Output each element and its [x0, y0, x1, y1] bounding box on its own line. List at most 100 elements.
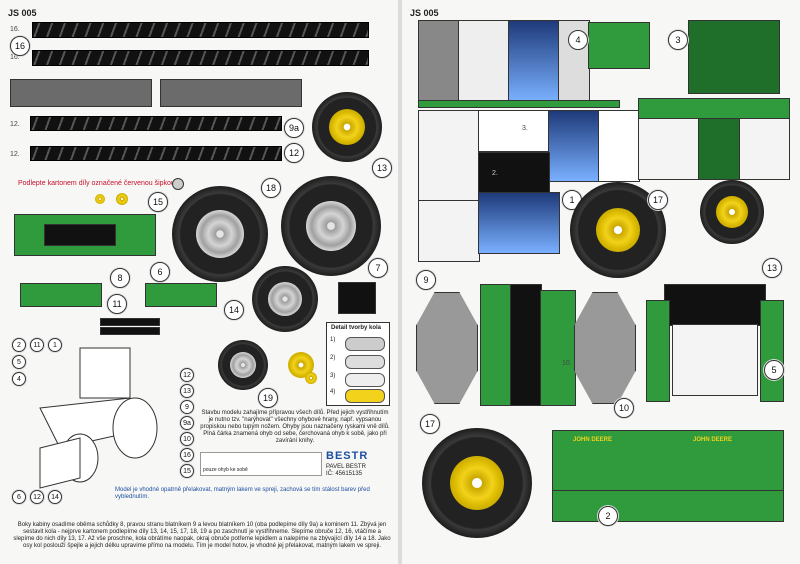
part-number-13: 13 — [372, 158, 392, 178]
legend-number: 12 — [30, 490, 44, 504]
cab-dashboard — [478, 152, 550, 194]
yellow-hub — [596, 208, 640, 252]
part-number-3: 3 — [668, 30, 688, 50]
grey-hub — [306, 201, 356, 251]
part-number-8: 8 — [110, 268, 130, 288]
yellow-hub — [716, 196, 748, 228]
inner-label: 10. — [562, 360, 572, 367]
bottom-instructions: Boky kabiny osadíme oběma schůdky 8, pra… — [13, 522, 391, 549]
fender-side — [480, 284, 512, 406]
sheet-code: JS 005 — [410, 8, 439, 18]
part-number-2: 2 — [598, 506, 618, 526]
decal-text: JOHN DEERE — [693, 437, 733, 443]
legend-number: 16 — [180, 448, 194, 462]
tread-strip-16b — [32, 50, 369, 66]
cab-window — [44, 224, 116, 246]
cab-side — [418, 20, 460, 102]
part-number-9: 9 — [416, 270, 436, 290]
small-yellow-disc — [95, 194, 105, 204]
cab-panel-3 — [598, 110, 640, 182]
inner-label: 2. — [492, 170, 498, 177]
tread-strip-16 — [32, 22, 369, 38]
ring-icon — [345, 373, 385, 387]
wheel-detail-box: Detail tvorby kola 1) 2) 3) 4) — [326, 322, 390, 406]
tread-label: 12. — [10, 121, 20, 128]
legend-number: 11 — [30, 338, 44, 352]
part-number-11: 11 — [107, 294, 127, 314]
yellow-hub — [450, 456, 504, 510]
fold-legend: pouze ohyb ke sobě — [200, 452, 322, 476]
wheel-hub-part-7 — [338, 282, 376, 314]
ring-icon — [345, 389, 385, 403]
ring-icon — [345, 337, 385, 351]
part-number-7: 7 — [368, 258, 388, 278]
part-number-4: 4 — [568, 30, 588, 50]
exhaust-part — [100, 318, 160, 326]
fold-legend-label: pouze ohyb ke sobě — [203, 467, 248, 473]
tread-label: 16. — [10, 54, 20, 61]
legend-number: 9a — [180, 416, 194, 430]
left-sheet: JS 005 16. 16. 16 12. 12. 9a 12 13 Podle… — [0, 0, 398, 564]
legend-number: 9 — [180, 400, 194, 414]
arrow-marker-icon — [172, 178, 184, 190]
legend-number: 14 — [48, 490, 62, 504]
inner-label: 3. — [522, 125, 528, 132]
hood-part-3 — [688, 20, 780, 94]
part-number-13: 13 — [762, 258, 782, 278]
detail-title: Detail tvorby kola — [331, 325, 382, 331]
small-yellow-disc — [305, 372, 317, 384]
red-note: Podlepte kartonem díly označené červenou… — [18, 180, 175, 187]
step-part — [145, 283, 217, 307]
legend-number: 5 — [12, 355, 26, 369]
legend-number: 15 — [180, 464, 194, 478]
fender-9 — [416, 292, 478, 404]
detail-step: 3) — [330, 373, 336, 379]
legend-number: 12 — [180, 368, 194, 382]
part-number-14: 14 — [224, 300, 244, 320]
hood-part-2: JOHN DEERE JOHN DEERE — [552, 430, 784, 492]
fender-black — [510, 284, 542, 406]
decal-text: JOHN DEERE — [573, 437, 613, 443]
tread-label: 16. — [10, 26, 20, 33]
cab-roof — [458, 20, 510, 102]
detail-step: 2) — [330, 355, 336, 361]
engine-top — [664, 284, 766, 326]
brand-ic: IČ: 45615135 — [326, 471, 363, 477]
fender-10b — [574, 292, 636, 404]
small-yellow-disc — [116, 193, 128, 205]
cab-floor — [478, 110, 550, 152]
part-number-6: 6 — [150, 262, 170, 282]
detail-step: 4) — [330, 389, 336, 395]
brand-logo: BESTR — [326, 450, 369, 462]
part-number-9a: 9a — [284, 118, 304, 138]
legend-number: 4 — [12, 372, 26, 386]
cab-window-front — [508, 20, 560, 102]
part-number-5: 5 — [764, 360, 784, 380]
ring-icon — [345, 355, 385, 369]
band-part — [160, 79, 302, 107]
part-number-10: 10 — [614, 398, 634, 418]
part-number-12: 12 — [284, 143, 304, 163]
assembly-diagram — [39, 347, 158, 489]
part-number-16: 16 — [10, 36, 30, 56]
tread-strip-12b — [30, 146, 282, 161]
brand-owner: PAVEL BESTR — [326, 464, 366, 470]
grey-hub — [196, 210, 244, 258]
right-sheet: JS 005 1 3. 2. 4 3 17 13 9 10 10. 5 17 J… — [402, 0, 800, 564]
part-number-15: 15 — [148, 192, 168, 212]
legend-number: 13 — [180, 384, 194, 398]
part-number-19: 19 — [258, 388, 278, 408]
hood-part-4 — [588, 22, 650, 69]
tread-label: 12. — [10, 151, 20, 158]
hood-side — [552, 490, 784, 522]
cab-trim — [418, 100, 620, 108]
engine-side-2 — [760, 300, 784, 402]
legend-number: 10 — [180, 432, 194, 446]
sheet-code: JS 005 — [8, 8, 37, 18]
legend-number: 1 — [48, 338, 62, 352]
engine-block — [672, 324, 758, 396]
cab-window-side — [548, 110, 600, 182]
step-part-8 — [20, 283, 102, 307]
grille-front — [698, 118, 740, 180]
engine-side — [646, 300, 670, 402]
